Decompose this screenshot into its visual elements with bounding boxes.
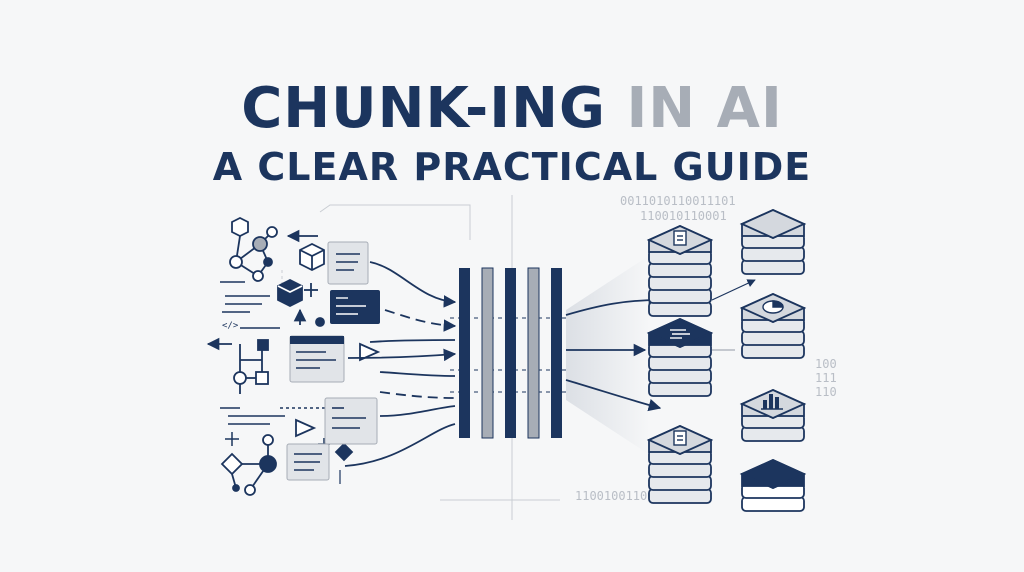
cube-icon-filled	[277, 278, 303, 308]
unstructured-data-cluster	[206, 216, 381, 496]
doc-card-1	[327, 241, 369, 285]
title-line-1: CHUNK-ING IN AI	[0, 74, 1024, 144]
incoming-flow-arrows	[344, 261, 457, 467]
title-line-2: A CLEAR PRACTICAL GUIDE	[212, 145, 812, 189]
filter-bar-5	[551, 268, 562, 438]
code-lines-icon	[670, 329, 690, 339]
chunk-stack-2	[646, 318, 714, 397]
filter-bar-1	[459, 268, 470, 438]
chunking-filter	[450, 267, 570, 439]
pie-chart-icon	[762, 300, 784, 314]
binary-top-2: 110010110001	[640, 209, 727, 223]
bar-chart-icon	[761, 394, 783, 410]
code-window-2	[289, 335, 345, 383]
chunk-stack-3	[646, 425, 714, 504]
network-node-icon	[229, 216, 278, 282]
chunk-stack-4	[739, 209, 807, 275]
code-tag-icon: </>	[222, 321, 239, 331]
chunk-stack-6	[739, 389, 807, 442]
filter-bar-2	[481, 267, 494, 439]
output-beam	[566, 255, 650, 455]
document-icon	[673, 230, 687, 246]
chunk-stacks	[646, 209, 807, 512]
chunk-stack-1	[646, 225, 714, 317]
outgoing-flow-arrows	[565, 279, 756, 412]
flowchart-icon	[206, 337, 269, 394]
document-cards	[286, 241, 380, 481]
chunk-stack-5	[739, 293, 807, 359]
cube-icon	[299, 242, 325, 272]
doc-card-2	[324, 397, 378, 445]
code-window-1	[330, 290, 380, 324]
network-graph-icon	[220, 434, 277, 496]
filter-bar-3	[505, 268, 516, 438]
title-chunking: CHUNK-ING	[241, 76, 606, 141]
binary-right-1: 100	[815, 357, 837, 371]
filter-bar-4	[527, 267, 540, 439]
doc-card-3	[286, 443, 330, 481]
title-in-ai: IN AI	[626, 76, 783, 141]
binary-top-1: 0011010110011101	[620, 194, 736, 208]
document-icon	[673, 430, 687, 446]
binary-right-3: 110	[815, 385, 837, 399]
chunk-stack-7	[739, 459, 807, 512]
binary-right-2: 111	[815, 371, 837, 385]
